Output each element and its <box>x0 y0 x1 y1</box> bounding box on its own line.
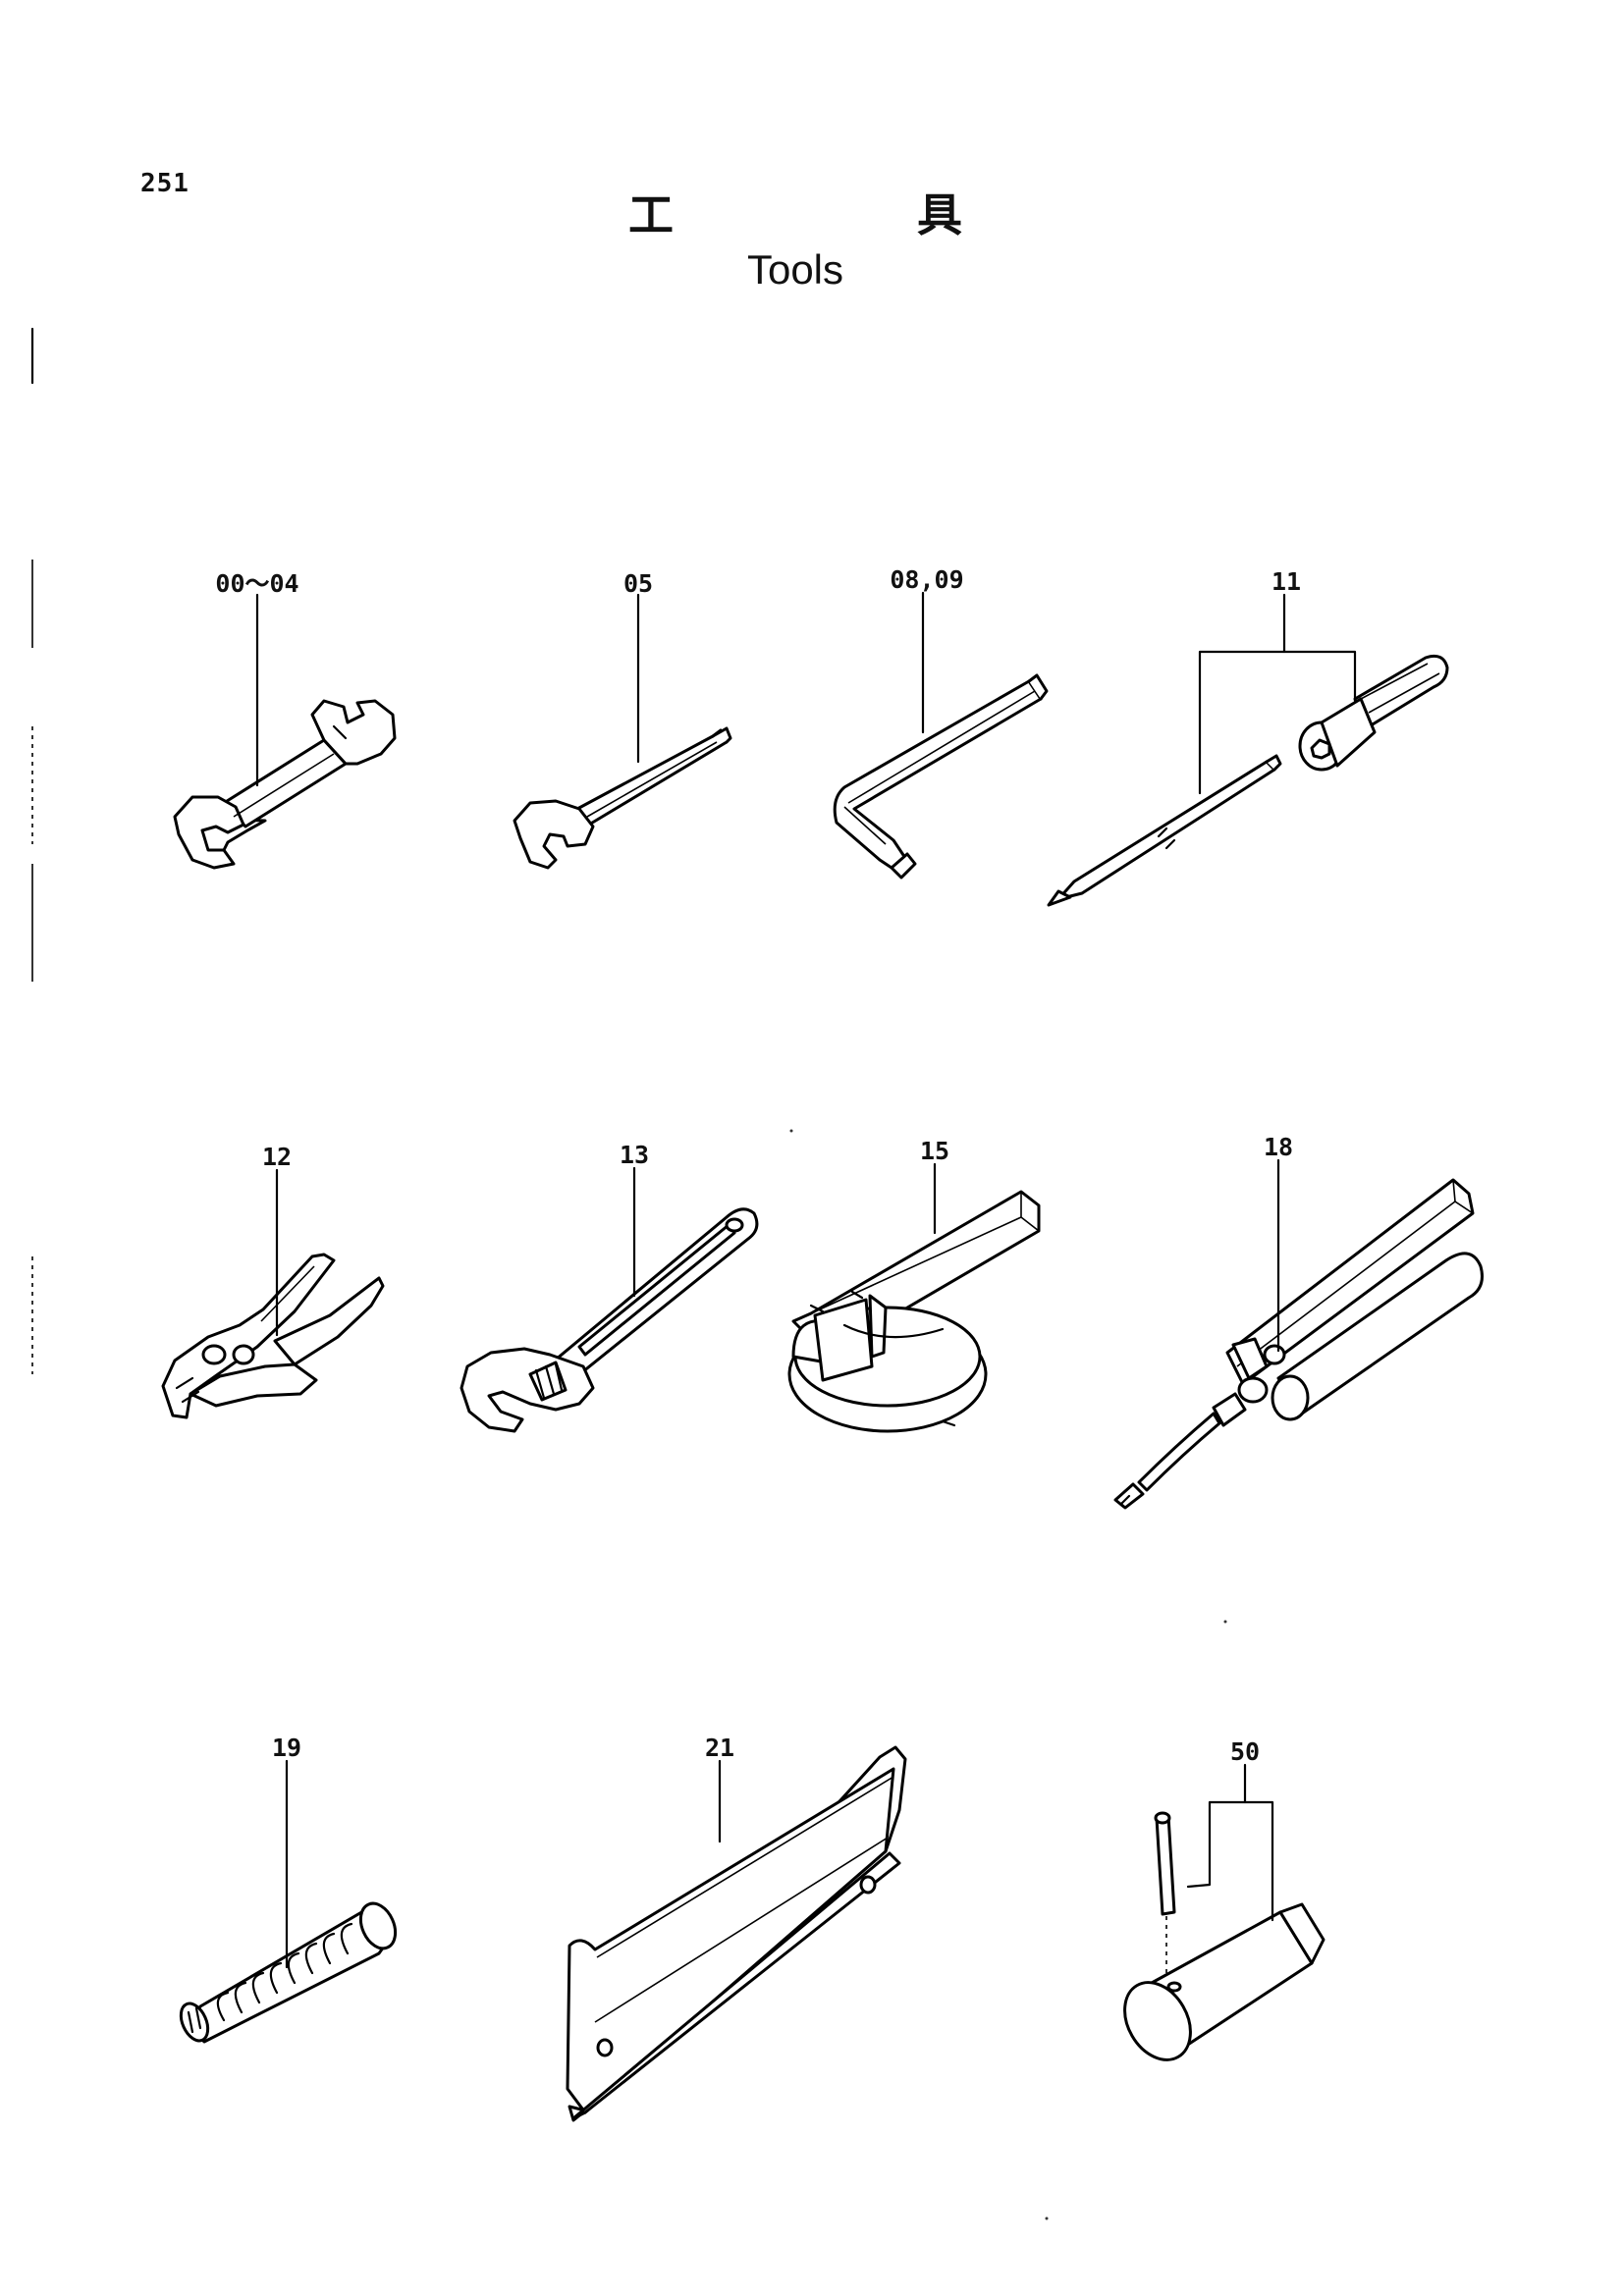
spanner-set-drawing <box>173 593 397 870</box>
callout-screwdriver: 11 <box>1271 567 1302 596</box>
single-spanner-drawing <box>513 593 732 870</box>
callout-tool-bag: 21 <box>704 1734 735 1762</box>
callout-pin-tool: 50 <box>1229 1737 1261 1766</box>
scan-specks <box>789 1129 1227 2220</box>
pliers-drawing <box>161 1168 385 1419</box>
title-jp-char-1: 工 <box>628 188 674 241</box>
hex-key-drawing <box>833 591 1049 880</box>
callout-filter-wrench: 15 <box>919 1137 950 1165</box>
callout-pliers: 12 <box>261 1143 293 1171</box>
pin-tool-drawing <box>1123 1763 1325 2061</box>
filter-wrench-drawing <box>787 1162 1041 1433</box>
page-title-japanese: 工 具 <box>628 192 962 238</box>
page-number: 251 <box>140 169 189 198</box>
grease-gun-drawing <box>1113 1158 1484 1510</box>
callout-adjustable-wrench: 13 <box>619 1141 650 1169</box>
callout-hex-key: 08,09 <box>890 565 964 594</box>
title-jp-char-2: 具 <box>917 188 962 241</box>
tube-drawing <box>179 1759 398 2044</box>
callout-spanner-set: 00～04 <box>215 569 299 598</box>
screwdriver-drawing <box>1047 593 1449 907</box>
callout-tube: 19 <box>271 1734 302 1762</box>
page-title-english: Tools <box>746 246 844 293</box>
adjustable-wrench-drawing <box>460 1166 759 1433</box>
callout-grease-gun: 18 <box>1263 1133 1294 1161</box>
callout-single-spanner: 05 <box>622 569 654 598</box>
tool-bag-drawing <box>566 1745 907 2122</box>
